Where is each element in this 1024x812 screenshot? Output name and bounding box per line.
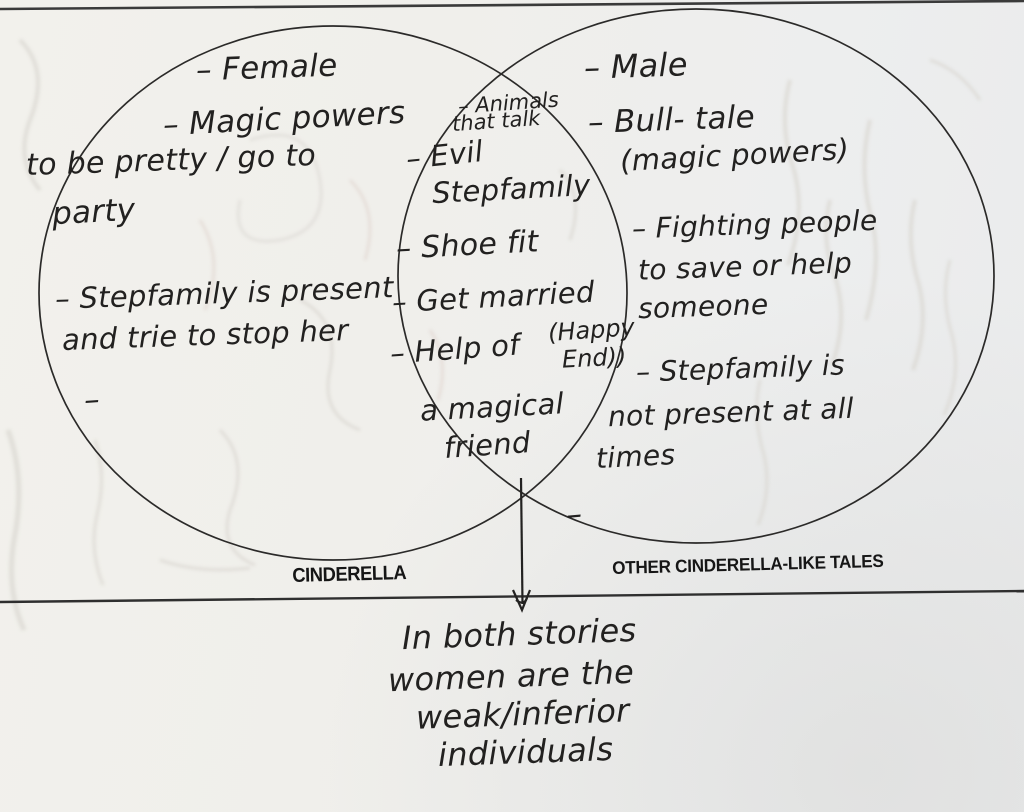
venn-left-item: – Magic powers: [162, 94, 407, 144]
venn-overlap-item: friend: [442, 425, 532, 465]
venn-overlap-item: – Help of: [388, 327, 521, 371]
bottom-border-line: [0, 589, 1024, 604]
venn-right-item: – Stepfamily is: [635, 348, 846, 389]
venn-left-item: – Female: [195, 47, 339, 89]
left-circle-outline: [38, 25, 628, 561]
bleed-through-pink-strokes: [198, 178, 444, 401]
venn-left-item: – Stepfamily is present: [54, 270, 395, 316]
conclusion-line: weak/inferior: [415, 691, 631, 737]
left-circle-label: CINDERELLA: [292, 562, 407, 587]
venn-right-item: – Fighting people: [631, 203, 878, 246]
conclusion-line: In both stories: [401, 610, 638, 658]
venn-left-item: to be pretty / go to: [25, 137, 317, 184]
venn-overlap-item: – Get married: [391, 274, 596, 320]
venn-right-item: someone: [637, 287, 769, 326]
top-border-line: [0, 0, 1024, 11]
venn-right-item: times: [595, 437, 677, 476]
venn-right-dash: –: [564, 494, 584, 534]
conclusion-line: individuals: [437, 729, 614, 775]
venn-right-item: to save or help: [637, 246, 853, 287]
venn-overlap-item: – Shoe fit: [395, 224, 540, 267]
right-circle-outline: [397, 8, 995, 544]
venn-left-item: and trie to stop her: [61, 313, 350, 357]
right-circle-label: OTHER CINDERELLA-LIKE TALES: [612, 550, 884, 578]
venn-right-item: – Bull- tale: [587, 99, 756, 141]
venn-overlap-item: that talk: [451, 105, 542, 137]
venn-right-item: not present at all: [607, 391, 855, 434]
venn-right-item: (magic powers): [619, 132, 850, 178]
venn-overlap-item: a magical: [419, 386, 565, 428]
venn-overlap-item: – Evil: [404, 134, 485, 176]
venn-overlap-item: Stepfamily: [431, 167, 592, 211]
bleed-through-strokes: [5, 38, 982, 632]
venn-left-item: party: [51, 191, 137, 233]
venn-left-dash: –: [82, 381, 102, 419]
venn-right-item: – Male: [583, 45, 689, 87]
venn-overlap-item: End)): [561, 342, 628, 374]
arrow-to-conclusion: [511, 477, 532, 613]
